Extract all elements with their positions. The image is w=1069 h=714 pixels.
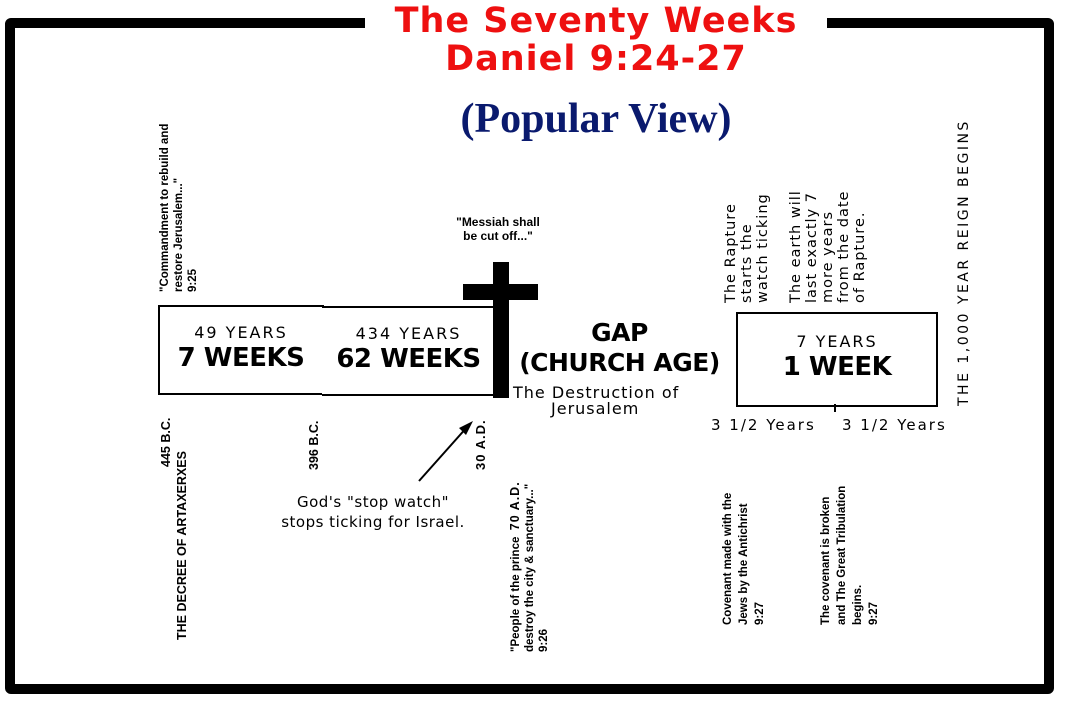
- cross-icon: [493, 262, 509, 398]
- quote-line: and The Great Tribulation: [836, 485, 848, 625]
- midpoint-tick: [834, 404, 836, 412]
- quote-line: begins.: [852, 584, 864, 625]
- quote-line: "Messiah shall: [456, 215, 540, 229]
- gap-church-age-label: GAP (CHURCH AGE): [512, 318, 727, 378]
- note-line: stops ticking for Israel.: [281, 513, 465, 531]
- covenant-made-quote: Covenant made with the Jews by the Antic…: [720, 493, 768, 625]
- segment-years: 434 YEARS: [355, 324, 462, 343]
- diagram-scripture-reference: Daniel 9:24-27: [445, 39, 747, 79]
- segment-years: 49 YEARS: [194, 323, 288, 342]
- quote-line: The covenant is broken: [820, 496, 832, 625]
- gap-label: GAP: [591, 318, 648, 347]
- quote-line: 9:27: [754, 601, 766, 625]
- stop-watch-note: God's "stop watch" stops ticking for Isr…: [258, 492, 488, 532]
- segment-weeks: 1 WEEK: [782, 352, 892, 382]
- quote-line: be cut off...": [463, 229, 533, 243]
- second-half-label: 3 1/2 Years: [842, 416, 947, 434]
- messiah-quote: "Messiah shall be cut off...": [428, 215, 568, 243]
- segment-7-weeks: 49 YEARS 7 WEEKS: [158, 305, 324, 395]
- segment-years: 7 YEARS: [796, 332, 878, 351]
- segment-1-week: 7 YEARS 1 WEEK: [736, 312, 938, 407]
- covenant-broken-quote: The covenant is broken and The Great Tri…: [818, 486, 882, 625]
- note-line: God's "stop watch": [296, 493, 450, 511]
- quote-line: Covenant made with the: [722, 492, 734, 625]
- caption-line: The Destruction of: [513, 383, 680, 402]
- quote-line: 9:27: [868, 601, 880, 625]
- segment-weeks: 7 WEEKS: [177, 343, 305, 373]
- caption-line: Jerusalem: [551, 399, 640, 418]
- quote-line: Jews by the Antichrist: [738, 503, 750, 625]
- first-half-label: 3 1/2 Years: [711, 416, 816, 434]
- diagram-title: The Seventy Weeks: [394, 1, 798, 41]
- church-age-label: (CHURCH AGE): [519, 348, 720, 377]
- segment-62-weeks: 434 YEARS 62 WEEKS: [322, 306, 497, 396]
- frame-title-gap: [365, 8, 827, 32]
- diagram-subtitle: (Popular View): [460, 96, 732, 142]
- destruction-of-jerusalem-caption: The Destruction of Jerusalem: [513, 385, 679, 417]
- segment-weeks: 62 WEEKS: [336, 344, 481, 374]
